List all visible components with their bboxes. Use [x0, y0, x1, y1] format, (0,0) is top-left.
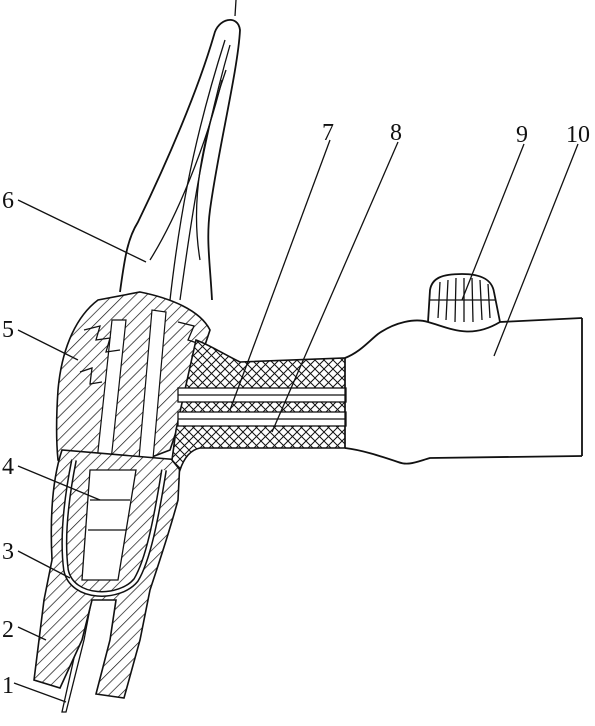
gas-valve-knob [427, 273, 501, 323]
callout-9: 9 [516, 122, 528, 148]
back-cap [119, 0, 241, 301]
callout-7: 7 [322, 120, 334, 146]
callout-6: 6 [2, 188, 14, 214]
callout-5: 5 [2, 317, 14, 343]
handle-pipe [171, 338, 347, 472]
callout-8: 8 [390, 120, 402, 146]
leader-lines [13, 139, 579, 703]
torch-head [55, 291, 211, 471]
callout-2: 2 [2, 617, 14, 643]
callout-4: 4 [2, 454, 14, 480]
callout-10: 10 [566, 122, 590, 148]
nozzle-body [33, 449, 181, 699]
callout-labels: 1 2 3 4 5 6 7 8 9 10 [2, 120, 590, 699]
handle-grip [344, 317, 583, 465]
callout-1: 1 [2, 673, 14, 699]
callout-3: 3 [2, 539, 14, 565]
